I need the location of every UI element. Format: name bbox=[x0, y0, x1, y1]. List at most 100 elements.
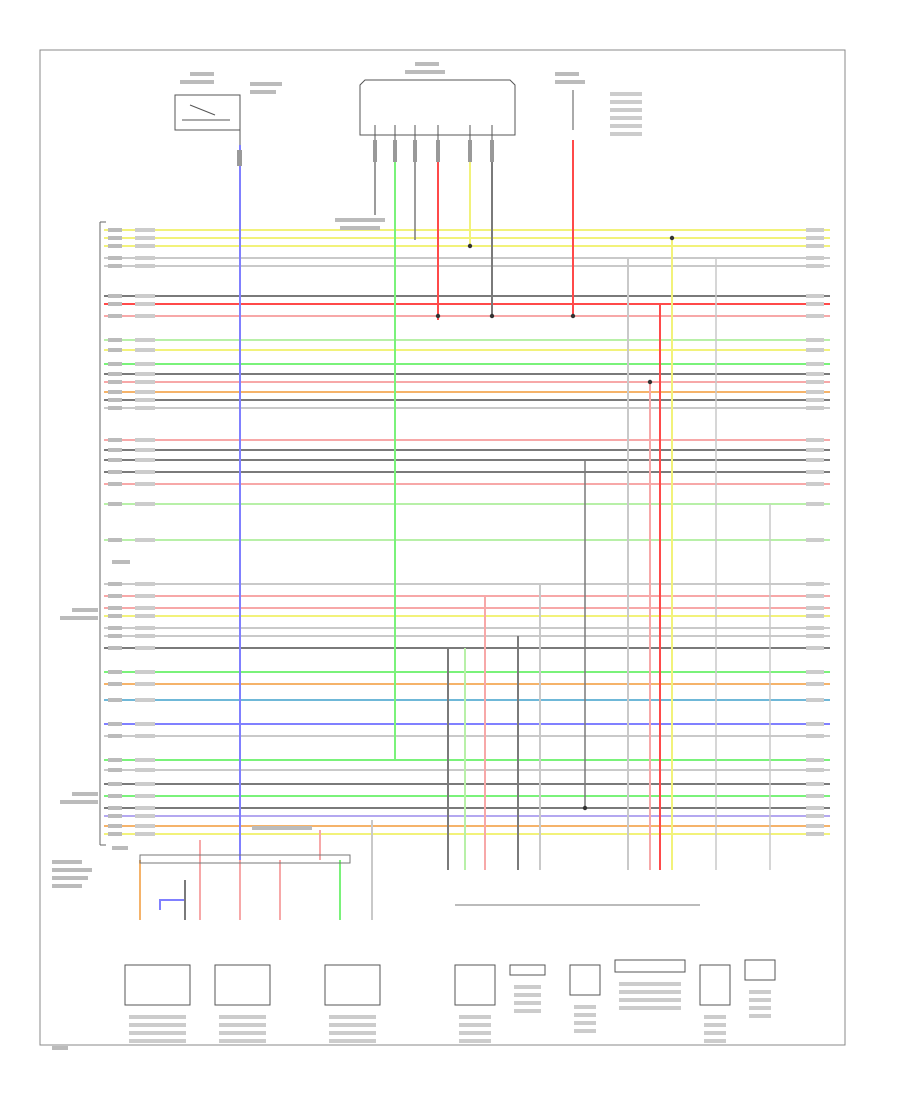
component-label-3-4 bbox=[329, 1039, 376, 1043]
junction-gray bbox=[489, 313, 495, 319]
wire-code-right-7 bbox=[806, 302, 824, 306]
wire-code-left-29 bbox=[135, 634, 155, 638]
component-label-8-2 bbox=[704, 1023, 726, 1027]
connector-top-label-2 bbox=[405, 70, 445, 74]
bottom-component-2 bbox=[214, 964, 271, 1006]
wire-code-right-30 bbox=[806, 646, 824, 650]
wire-code-right-20 bbox=[806, 470, 824, 474]
component-label-6-3 bbox=[574, 1021, 596, 1025]
component-label-6-1 bbox=[574, 1005, 596, 1009]
component-label-2-4 bbox=[219, 1039, 266, 1043]
wire-code-left-13 bbox=[135, 380, 155, 384]
pin-label-left-25 bbox=[108, 594, 122, 598]
wire-code-right-38 bbox=[806, 782, 824, 786]
pin-label-left-35 bbox=[108, 734, 122, 738]
wire-code-left-19 bbox=[135, 458, 155, 462]
pin-label-left-9 bbox=[108, 338, 122, 342]
component-label-3-2 bbox=[329, 1023, 376, 1027]
component-label-2-2 bbox=[219, 1023, 266, 1027]
wire-code-left-38 bbox=[135, 782, 155, 786]
component-label-5-2 bbox=[514, 993, 541, 997]
pin-label-left-41 bbox=[108, 814, 122, 818]
wire-code-right-2 bbox=[806, 236, 824, 240]
wire-code-left-18 bbox=[135, 448, 155, 452]
pin-label-left-28 bbox=[108, 626, 122, 630]
wire-code-left-30 bbox=[135, 646, 155, 650]
pin-label-left-3 bbox=[108, 244, 122, 248]
wire-code-left-17 bbox=[135, 438, 155, 442]
wire-code-right-16 bbox=[806, 406, 824, 410]
wire-code-right-25 bbox=[806, 594, 824, 598]
wire-code-left-5 bbox=[135, 264, 155, 268]
module-label-4 bbox=[60, 800, 98, 804]
wire-code-right-14 bbox=[806, 390, 824, 394]
wire-code-right-41 bbox=[806, 814, 824, 818]
bottom-component-8 bbox=[699, 964, 731, 1006]
wire-code-left-21 bbox=[135, 482, 155, 486]
wire-code-right-15 bbox=[806, 398, 824, 402]
pin-label-left-17 bbox=[108, 438, 122, 442]
wire-code-right-42 bbox=[806, 824, 824, 828]
wire-label-blue bbox=[237, 150, 242, 166]
pin-label-left-36 bbox=[108, 758, 122, 762]
pin-label-left-22 bbox=[108, 502, 122, 506]
wire-code-right-26 bbox=[806, 606, 824, 610]
wire-code-right-40 bbox=[806, 806, 824, 810]
pin-label-left-43 bbox=[108, 832, 122, 836]
pin-code-1 bbox=[373, 140, 377, 162]
pin-label-left-8 bbox=[108, 314, 122, 318]
wire-code-right-24 bbox=[806, 582, 824, 586]
diagram-frame bbox=[39, 49, 846, 1046]
switch-position-label-6 bbox=[610, 132, 642, 136]
wire-code-left-36 bbox=[135, 758, 155, 762]
pin-code-2 bbox=[393, 140, 397, 162]
component-label-4-1 bbox=[459, 1015, 491, 1019]
harness-label-1 bbox=[52, 860, 82, 864]
wire-code-left-25 bbox=[135, 594, 155, 598]
wire-code-right-23 bbox=[806, 538, 824, 542]
wire-code-left-8 bbox=[135, 314, 155, 318]
pin-label-left-2 bbox=[108, 236, 122, 240]
wire-code-right-6 bbox=[806, 294, 824, 298]
component-label-5-3 bbox=[514, 1001, 541, 1005]
pin-label-left-23 bbox=[108, 538, 122, 542]
pin-label-left-7 bbox=[108, 302, 122, 306]
wire-code-right-33 bbox=[806, 698, 824, 702]
wire-code-right-10 bbox=[806, 348, 824, 352]
switch-position-label-5 bbox=[610, 124, 642, 128]
top-left-relay bbox=[174, 94, 241, 131]
top-center-connector bbox=[359, 79, 516, 136]
component-label-1-2 bbox=[129, 1023, 186, 1027]
switch-position-label-1 bbox=[610, 92, 642, 96]
bottom-component-1 bbox=[124, 964, 191, 1006]
component-label-7-2 bbox=[619, 990, 681, 994]
wire-code-right-12 bbox=[806, 372, 824, 376]
wire-code-right-19 bbox=[806, 458, 824, 462]
wire-code-right-9 bbox=[806, 338, 824, 342]
component-label-3-1 bbox=[329, 1015, 376, 1019]
component-label-8-3 bbox=[704, 1031, 726, 1035]
wire-code-left-4 bbox=[135, 256, 155, 260]
wire-code-left-16 bbox=[135, 406, 155, 410]
pin-label-left-5 bbox=[108, 264, 122, 268]
module-label-1 bbox=[72, 608, 98, 612]
pin-code-6 bbox=[490, 140, 494, 162]
bottom-component-9 bbox=[744, 959, 776, 981]
pin-label-left-31 bbox=[108, 670, 122, 674]
component-label-4-4 bbox=[459, 1039, 491, 1043]
wire-code-right-39 bbox=[806, 794, 824, 798]
wire-code-left-11 bbox=[135, 362, 155, 366]
wire-code-right-4 bbox=[806, 256, 824, 260]
wire-code-right-18 bbox=[806, 448, 824, 452]
pin-label-left-18 bbox=[108, 448, 122, 452]
pin-label-left-24 bbox=[108, 582, 122, 586]
wire-code-left-42 bbox=[135, 824, 155, 828]
component-label-7-3 bbox=[619, 998, 681, 1002]
junction-trunk-yellow bbox=[669, 235, 675, 241]
module-label-2 bbox=[60, 616, 98, 620]
relay-label-4 bbox=[250, 90, 276, 94]
wire-code-left-9 bbox=[135, 338, 155, 342]
wire-code-right-27 bbox=[806, 614, 824, 618]
switch-label-1 bbox=[555, 72, 579, 76]
component-label-6-4 bbox=[574, 1029, 596, 1033]
